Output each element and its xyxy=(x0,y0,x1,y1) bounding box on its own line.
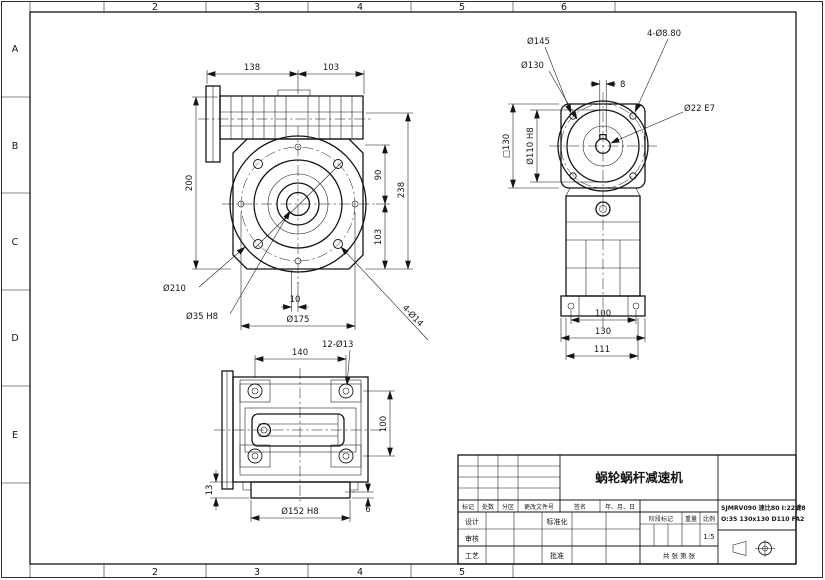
dim-side-bolt-circle: Ø130 xyxy=(521,60,544,71)
tb-scale-value: 1:5 xyxy=(703,533,714,541)
tb-role-process: 工艺 xyxy=(465,552,479,560)
side-view-dimensions: Ø145 Ø130 □130 Ø110 H8 8 4-Ø8.80 Ø22 E7 … xyxy=(502,28,715,360)
zone-top-4: 4 xyxy=(357,2,363,13)
dim-front-90: 90 xyxy=(374,170,384,181)
dim-side-square: □130 xyxy=(502,134,512,158)
dim-bottom-base-holes: 12-Ø13 xyxy=(322,339,353,350)
zone-top-2: 2 xyxy=(152,2,158,13)
dim-front-103-right: 103 xyxy=(374,229,384,245)
zone-letter-e: E xyxy=(12,430,18,441)
tb-role-standardize: 标准化 xyxy=(547,517,568,526)
dim-front-bore: Ø35 H8 xyxy=(186,311,218,322)
tb-spec-line1: SJMRV090 速比80 I:22键8 xyxy=(721,504,806,512)
dim-front-10: 10 xyxy=(290,295,301,305)
zone-letter-c: C xyxy=(12,237,19,248)
bottom-view xyxy=(214,368,390,505)
dim-side-130: 130 xyxy=(595,327,611,337)
bottom-view-dimensions: 140 12-Ø13 100 Ø152 H8 13 6 xyxy=(205,339,395,522)
dim-side-flange-holes: 4-Ø8.80 xyxy=(647,28,681,39)
tb-rev-docno: 更改文件号 xyxy=(524,503,554,511)
tb-scale-label: 比例 xyxy=(703,515,715,523)
zone-letter-b: B xyxy=(12,141,19,152)
tb-rev-signature: 签名 xyxy=(574,503,586,511)
dim-side-100: 100 xyxy=(595,309,611,319)
zone-bottom-2: 2 xyxy=(152,567,158,578)
tb-sheet-note: 共 张 第 张 xyxy=(663,551,696,560)
zone-letter-d: D xyxy=(11,333,18,344)
zone-bottom-5: 5 xyxy=(459,567,465,578)
dim-side-key-width: 8 xyxy=(620,80,625,90)
tb-role-check: 审核 xyxy=(465,534,479,543)
dim-front-238: 238 xyxy=(397,182,407,198)
tb-rev-zone: 分区 xyxy=(502,503,514,511)
dim-front-flange-od: Ø210 xyxy=(163,283,186,294)
dim-front-200: 200 xyxy=(185,175,195,191)
dim-bottom-140: 140 xyxy=(292,348,308,358)
zone-top-5: 5 xyxy=(459,2,465,13)
dim-bottom-13: 13 xyxy=(205,485,215,496)
dim-front-138: 138 xyxy=(244,63,260,73)
tb-spec-line2: O:35 130x130 D110 FA2 xyxy=(721,516,804,523)
zone-labels: A B C D E 2 3 4 5 6 2 3 4 5 xyxy=(11,2,567,578)
front-view xyxy=(198,85,376,284)
projection-symbol-icon xyxy=(732,540,775,557)
tb-rev-count: 处数 xyxy=(482,503,494,511)
zone-letter-a: A xyxy=(12,44,19,55)
zone-top-6: 6 xyxy=(561,2,567,13)
dim-bottom-100: 100 xyxy=(379,416,389,432)
dim-front-103-top: 103 xyxy=(323,63,339,73)
zone-bottom-3: 3 xyxy=(254,567,260,578)
dim-side-spigot: Ø110 H8 xyxy=(525,127,536,164)
dim-bottom-6: 6 xyxy=(365,505,370,515)
zone-top-3: 3 xyxy=(254,2,260,13)
dim-side-111: 111 xyxy=(594,345,610,355)
tb-role-design: 设计 xyxy=(465,517,479,526)
title-block: 标记 处数 分区 更改文件号 签名 年、月、日 设计 标准化 审核 工艺 批准 … xyxy=(457,454,806,565)
tb-stage-label: 阶段标记 xyxy=(649,515,673,523)
dim-front-bolt-circle: Ø175 xyxy=(287,314,310,325)
zone-bottom-4: 4 xyxy=(357,567,363,578)
tb-rev-date: 年、月、日 xyxy=(605,503,635,511)
dim-side-input-bore: Ø22 E7 xyxy=(684,103,715,114)
tb-role-approve: 批准 xyxy=(550,551,564,560)
side-view xyxy=(549,92,657,330)
tb-weight-label: 重量 xyxy=(685,515,697,523)
tb-part-name: 蜗轮蜗杆减速机 xyxy=(595,470,683,485)
dim-side-flange-od: Ø145 xyxy=(527,36,550,47)
dim-bottom-spigot: Ø152 H8 xyxy=(281,506,318,517)
tb-rev-mark: 标记 xyxy=(462,503,474,511)
